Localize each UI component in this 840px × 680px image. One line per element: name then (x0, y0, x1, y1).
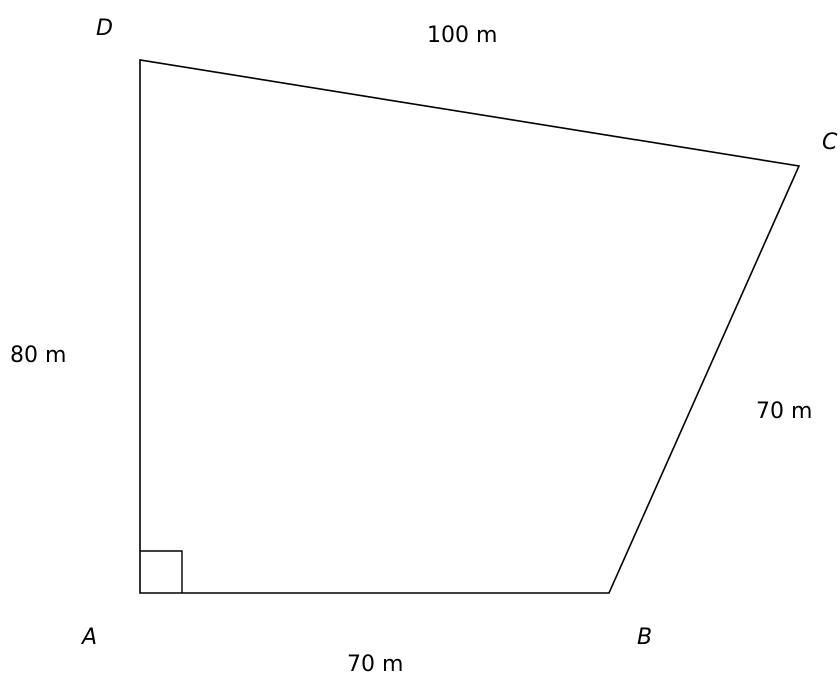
side-length-da: 80 m (10, 343, 66, 368)
side-length-bc: 70 m (756, 399, 812, 424)
quadrilateral-abcd (139, 59, 801, 594)
vertex-label-b: B (637, 625, 652, 650)
side-length-cd: 100 m (427, 23, 497, 48)
vertex-label-d: D (96, 16, 113, 41)
vertex-label-c: C (822, 130, 838, 155)
right-angle-marker (140, 550, 183, 593)
vertex-label-a: A (80, 625, 97, 650)
side-length-ab: 70 m (347, 652, 403, 677)
